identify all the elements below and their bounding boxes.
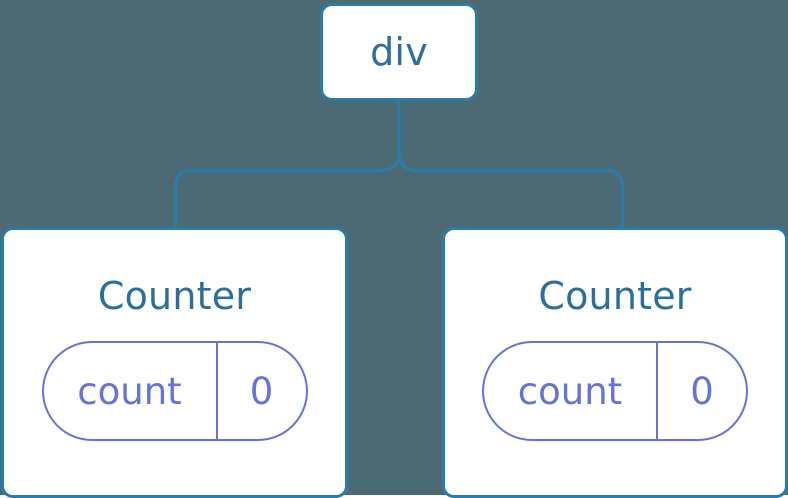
state-value-label: 0	[249, 369, 274, 413]
node-div[interactable]: div	[320, 3, 478, 101]
state-pill-divider	[656, 343, 658, 439]
node-counter-right[interactable]: Counter count 0	[442, 227, 788, 498]
state-key-label: count	[517, 369, 623, 413]
state-pill-counter-left[interactable]: count 0	[41, 341, 308, 441]
edge-div-to-counter-right	[397, 149, 625, 229]
state-pill-counter-right[interactable]: count 0	[482, 341, 748, 441]
node-counter-left[interactable]: Counter count 0	[1, 227, 348, 498]
node-div-label: div	[370, 30, 428, 74]
state-pill-divider	[215, 343, 218, 439]
state-key-label: count	[77, 369, 182, 413]
state-value-label: 0	[690, 369, 714, 413]
edge-div-to-counter-left	[173, 100, 401, 229]
node-counter-left-label: Counter	[97, 274, 252, 318]
node-counter-right-label: Counter	[538, 274, 692, 318]
